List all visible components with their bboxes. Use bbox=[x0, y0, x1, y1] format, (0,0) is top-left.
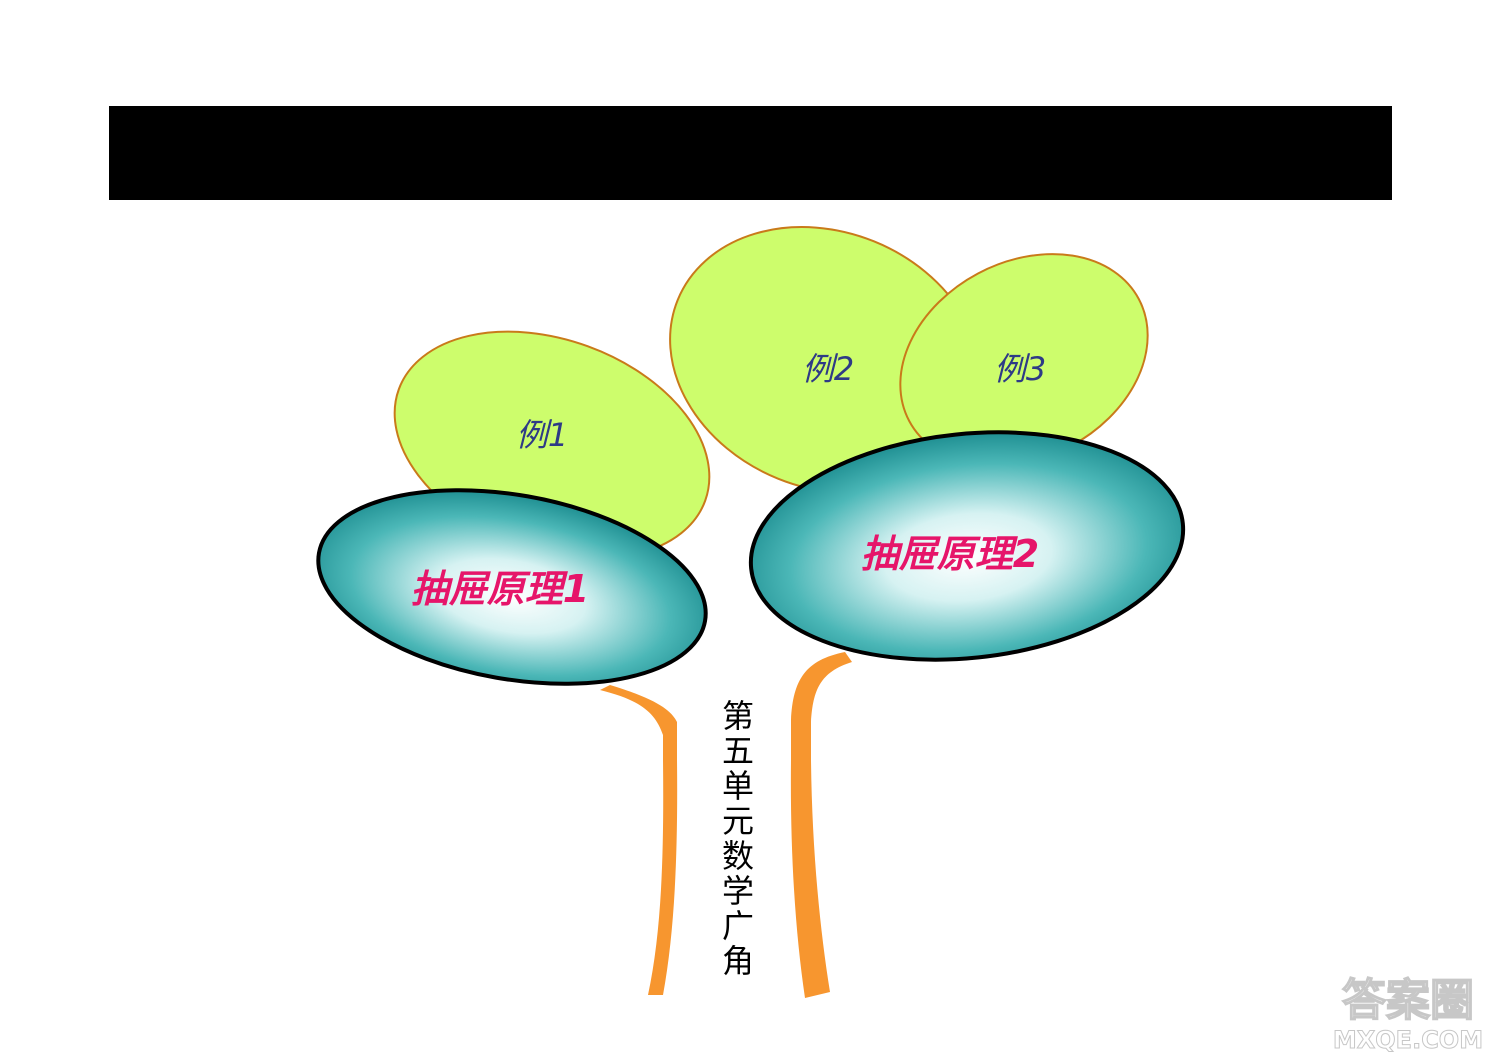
watermark-line1: 答案圈 bbox=[1342, 975, 1474, 1026]
stem-char: 数 bbox=[722, 837, 754, 875]
stem-char: 元 bbox=[722, 802, 754, 840]
stem-char: 学 bbox=[722, 872, 754, 910]
stem-char: 广 bbox=[722, 907, 754, 945]
leaf-label-2: 例2 bbox=[802, 350, 854, 388]
stem-char: 五 bbox=[722, 732, 754, 770]
stem-left bbox=[600, 685, 678, 995]
principle-oval-2 bbox=[748, 430, 1186, 662]
principle-label-1: 抽屉原理1 bbox=[411, 567, 589, 611]
watermark: 答案圈 MXQE.COM bbox=[1332, 974, 1483, 1054]
principle-oval-1 bbox=[316, 488, 708, 686]
stem-char: 第 bbox=[722, 697, 754, 735]
leaf-label-1: 例1 bbox=[516, 416, 568, 454]
stem-right bbox=[790, 652, 852, 998]
watermark-line2: MXQE.COM bbox=[1333, 1026, 1483, 1054]
principle-label-2: 抽屉原理2 bbox=[861, 532, 1039, 576]
stem-char: 单 bbox=[722, 767, 754, 805]
stem-char: 角 bbox=[722, 942, 754, 980]
stem-caption: 第 五 单 元 数 学 广 角 bbox=[722, 697, 754, 980]
title-banner bbox=[109, 106, 1392, 200]
leaf-label-3: 例3 bbox=[994, 350, 1046, 388]
